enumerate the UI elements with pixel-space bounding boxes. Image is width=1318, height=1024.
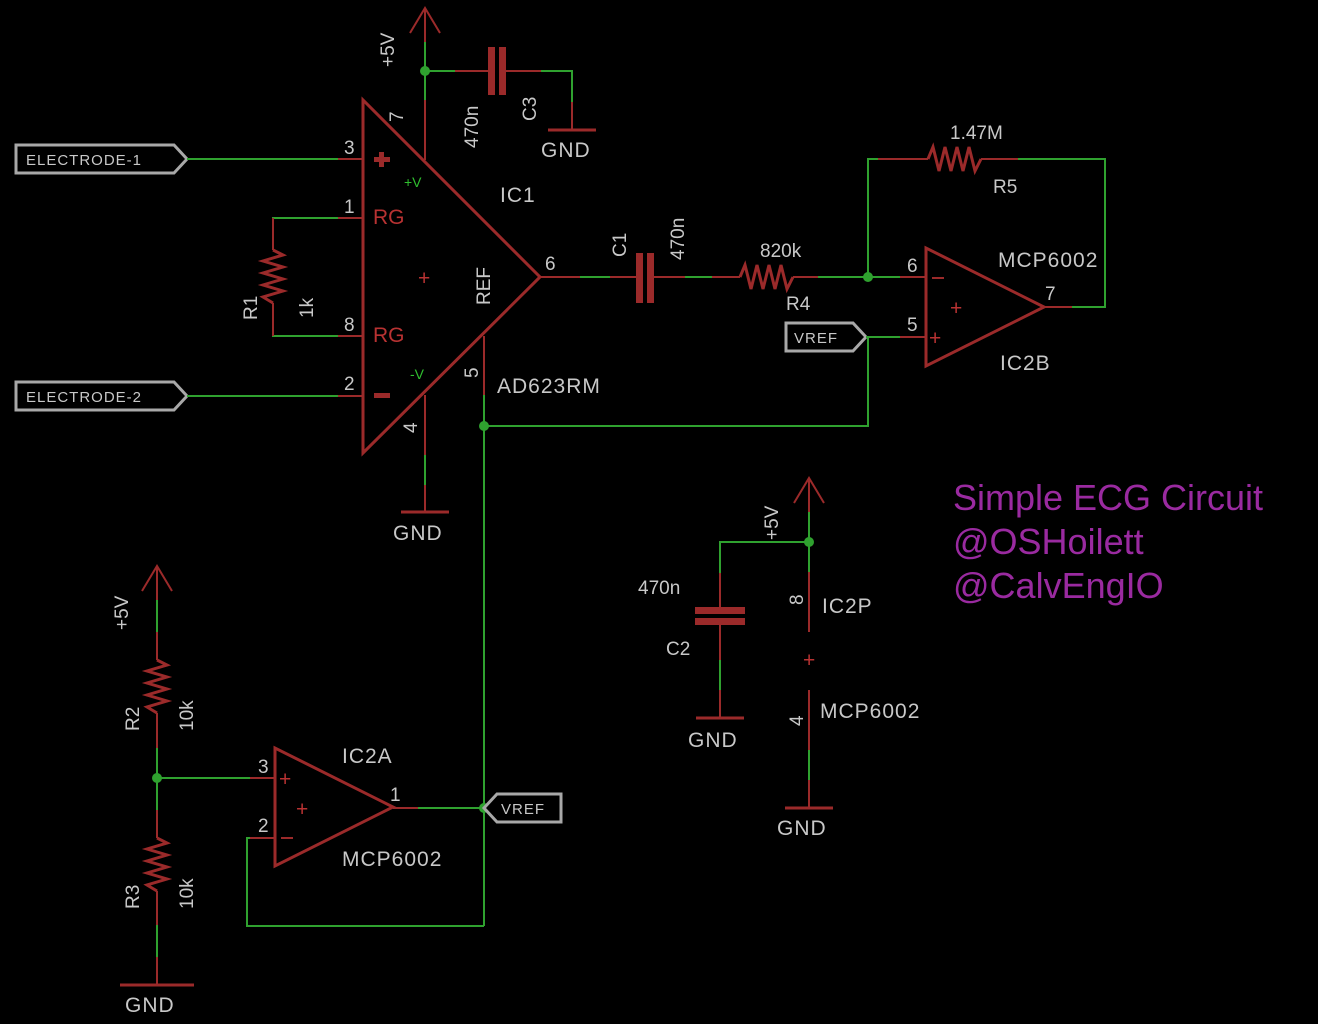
r2-value: 10k (177, 700, 198, 731)
svg-text:ELECTRODE-1: ELECTRODE-1 (26, 152, 142, 169)
ic2b-opamp[interactable]: + + 6 5 7 MCP6002 IC2B (900, 245, 1098, 375)
c3-name: C3 (520, 97, 541, 121)
r1-value: 1k (297, 297, 318, 318)
ic1-pin-8: 8 (344, 315, 355, 336)
r5-resistor[interactable]: 1.47M R5 (878, 123, 1018, 198)
r5-value: 1.47M (950, 123, 1003, 144)
minus-marker (374, 393, 390, 398)
ic2b-part: MCP6002 (998, 249, 1098, 272)
ic1-ref-label: REF (474, 267, 495, 305)
ic1-plus-v-label: +V (404, 174, 422, 190)
vref-port-bottom[interactable]: VREF (481, 792, 563, 824)
c2-name: C2 (666, 639, 690, 660)
gnd-symbol-ic1: GND (393, 485, 449, 545)
ic1-pin-3: 3 (344, 138, 355, 159)
title-note: Simple ECG Circuit @OSHoilett @CalvEngIO (953, 477, 1263, 606)
r3-value: 10k (177, 878, 198, 909)
ic2b-pin-5: 5 (907, 315, 918, 336)
ic1-pin-7: 7 (387, 111, 408, 122)
svg-text:+: + (279, 768, 291, 791)
ic2b-pin-7: 7 (1045, 284, 1056, 305)
ic2a-pin-3: 3 (258, 757, 269, 778)
vcc-label: +5V (378, 32, 399, 67)
ic2b-name: IC2B (1000, 352, 1051, 375)
svg-text:GND: GND (541, 139, 591, 162)
svg-text:+: + (296, 798, 308, 821)
ic2a-name: IC2A (342, 745, 393, 768)
svg-text:ELECTRODE-2: ELECTRODE-2 (26, 389, 142, 406)
c1-capacitor[interactable]: C1 470n (610, 218, 689, 303)
c1-value: 470n (668, 218, 689, 260)
ic1-rg-label-1: RG (373, 206, 405, 229)
electrode-1-port[interactable]: ELECTRODE-1 (14, 143, 190, 175)
electrode-2-port[interactable]: ELECTRODE-2 (14, 380, 190, 412)
r1-name: R1 (241, 296, 262, 320)
ic1-part: AD623RM (497, 375, 601, 398)
ic2b-pin-6: 6 (907, 256, 918, 277)
c2-value: 470n (638, 578, 680, 599)
svg-text:+5V: +5V (762, 505, 783, 540)
r1-resistor[interactable]: R1 1k (241, 218, 318, 336)
svg-text:GND: GND (393, 522, 443, 545)
ic2p-name: IC2P (822, 595, 873, 618)
ic1-pin-1: 1 (344, 197, 355, 218)
ic1-pin-5: 5 (462, 367, 483, 378)
vref-port-top[interactable]: VREF (784, 321, 869, 353)
gnd-symbol-ic2p: GND (777, 780, 833, 840)
svg-text:+: + (929, 327, 941, 350)
vcc-symbol-top: +5V (378, 6, 441, 67)
note-author: @OSHoilett (953, 521, 1144, 562)
svg-text:VREF: VREF (794, 330, 838, 347)
svg-text:+: + (950, 297, 962, 320)
ic2p-power-pins[interactable]: + 8 4 IC2P MCP6002 (787, 572, 920, 750)
ic2a-triangle (273, 745, 397, 869)
r4-name: R4 (786, 294, 811, 315)
svg-text:VREF: VREF (501, 801, 545, 818)
gnd-symbol-c2: GND (688, 690, 744, 752)
note-org: @CalvEngIO (953, 565, 1164, 606)
c3-capacitor[interactable]: 470n C3 (455, 47, 541, 148)
ic1-pin-2: 2 (344, 374, 355, 395)
r2-resistor[interactable]: R2 10k (123, 632, 198, 748)
r3-name: R3 (123, 885, 144, 909)
r2-name: R2 (123, 707, 144, 731)
ic1-rg-label-2: RG (373, 324, 405, 347)
r4-resistor[interactable]: 820k R4 (712, 241, 818, 315)
r5-name: R5 (993, 177, 1017, 198)
ic1-origin-mark: + (418, 267, 430, 290)
r4-value: 820k (760, 241, 802, 262)
svg-text:GND: GND (688, 729, 738, 752)
ic2a-part: MCP6002 (342, 848, 442, 871)
vcc-symbol-ic2p: +5V (762, 476, 825, 540)
svg-text:+: + (803, 649, 815, 672)
svg-text:+5V: +5V (112, 595, 133, 630)
c2-capacitor[interactable]: 470n C2 (638, 573, 745, 660)
ic2a-opamp[interactable]: + + 3 2 1 IC2A MCP6002 (250, 745, 442, 871)
ic2p-pin-4: 4 (787, 715, 808, 726)
ic2p-pin-8: 8 (787, 594, 808, 605)
ic1-pin-4: 4 (401, 422, 422, 433)
ic1-minus-v-label: -V (410, 366, 425, 382)
svg-text:GND: GND (777, 817, 827, 840)
svg-text:GND: GND (125, 994, 175, 1017)
ic2b-triangle (924, 245, 1048, 369)
note-title: Simple ECG Circuit (953, 477, 1263, 518)
vcc-symbol-divider: +5V (112, 564, 173, 630)
ic2p-part: MCP6002 (820, 700, 920, 723)
c3-value: 470n (462, 106, 483, 148)
gnd-symbol-c3: GND (541, 102, 596, 162)
ic1-pin-6: 6 (545, 254, 556, 275)
ic1-instrumentation-amp[interactable]: RG RG +V -V + REF 3 1 8 2 7 4 5 6 IC1 AD… (338, 96, 601, 457)
c1-name: C1 (610, 233, 631, 257)
ic2a-pin-1: 1 (390, 785, 401, 806)
r3-resistor[interactable]: R3 10k (123, 810, 198, 925)
ic1-triangle (361, 96, 543, 457)
gnd-symbol-divider: GND (120, 957, 194, 1017)
ic1-name: IC1 (500, 184, 536, 207)
ic2a-pin-2: 2 (258, 816, 269, 837)
